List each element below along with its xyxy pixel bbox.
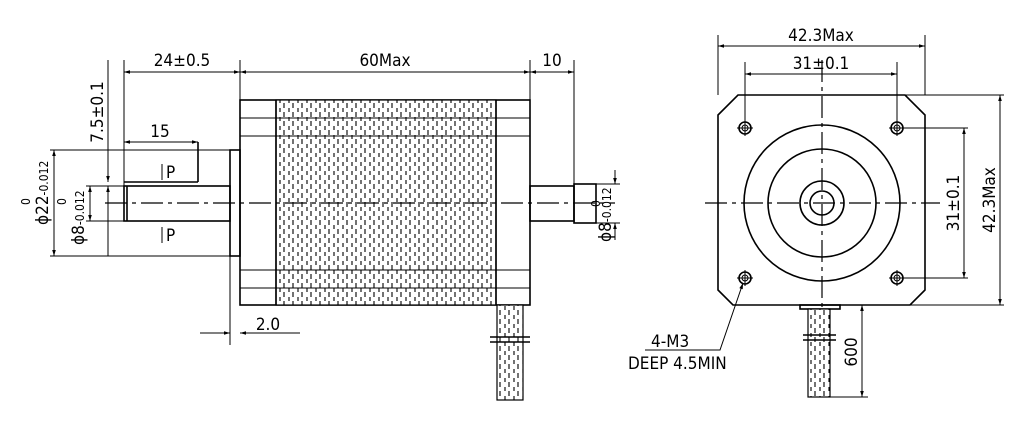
hole-note-thread: 4-M3 xyxy=(651,332,689,352)
dim-rear-shaft-length: 10 xyxy=(542,51,561,71)
dim-boss-tol-upper: 0 xyxy=(19,198,33,205)
dim-rear-tol-upper: 0 xyxy=(589,200,603,207)
dim-shaft-tol-upper: 0 xyxy=(55,198,69,205)
dimensions-side xyxy=(50,60,620,345)
dimensions-front xyxy=(645,35,1004,398)
dim-body-length: 60Max xyxy=(359,51,410,71)
dim-boss-height: 2.0 xyxy=(256,315,280,335)
dim-shaft-diameter: ϕ8-0.012 xyxy=(69,190,89,245)
side-view: 24±0.5 60Max 10 15 7.5±0.1 ϕ22-0.012 0 ϕ… xyxy=(19,51,620,401)
mounting-holes xyxy=(737,120,905,286)
flat-marker-bottom: P xyxy=(166,226,175,246)
front-view: 42.3Max 31±0.1 31±0.1 42.3Max 4-M3 DEEP … xyxy=(628,26,1004,398)
dim-hole-spacing-horizontal: 31±0.1 xyxy=(793,54,850,74)
front-shaft xyxy=(123,142,231,222)
dim-rear-shaft-diameter: ϕ8-0.012 xyxy=(596,187,616,242)
front-lead-wires xyxy=(799,304,841,398)
dim-flange-height: 42.3Max xyxy=(980,167,1000,233)
dim-shaft-length: 24±0.5 xyxy=(154,51,211,71)
dim-flat-length: 15 xyxy=(150,122,169,142)
hole-note-depth: DEEP 4.5MIN xyxy=(628,354,727,374)
dim-lead-length: 600 xyxy=(842,337,862,366)
dim-hole-spacing-vertical: 31±0.1 xyxy=(944,175,964,232)
lead-wires xyxy=(490,304,530,401)
dim-boss-diameter: ϕ22-0.012 xyxy=(33,161,53,225)
dim-flange-width: 42.3Max xyxy=(788,26,854,46)
dim-flat-depth: 7.5±0.1 xyxy=(88,81,108,142)
flat-marker-top: P xyxy=(166,163,175,183)
